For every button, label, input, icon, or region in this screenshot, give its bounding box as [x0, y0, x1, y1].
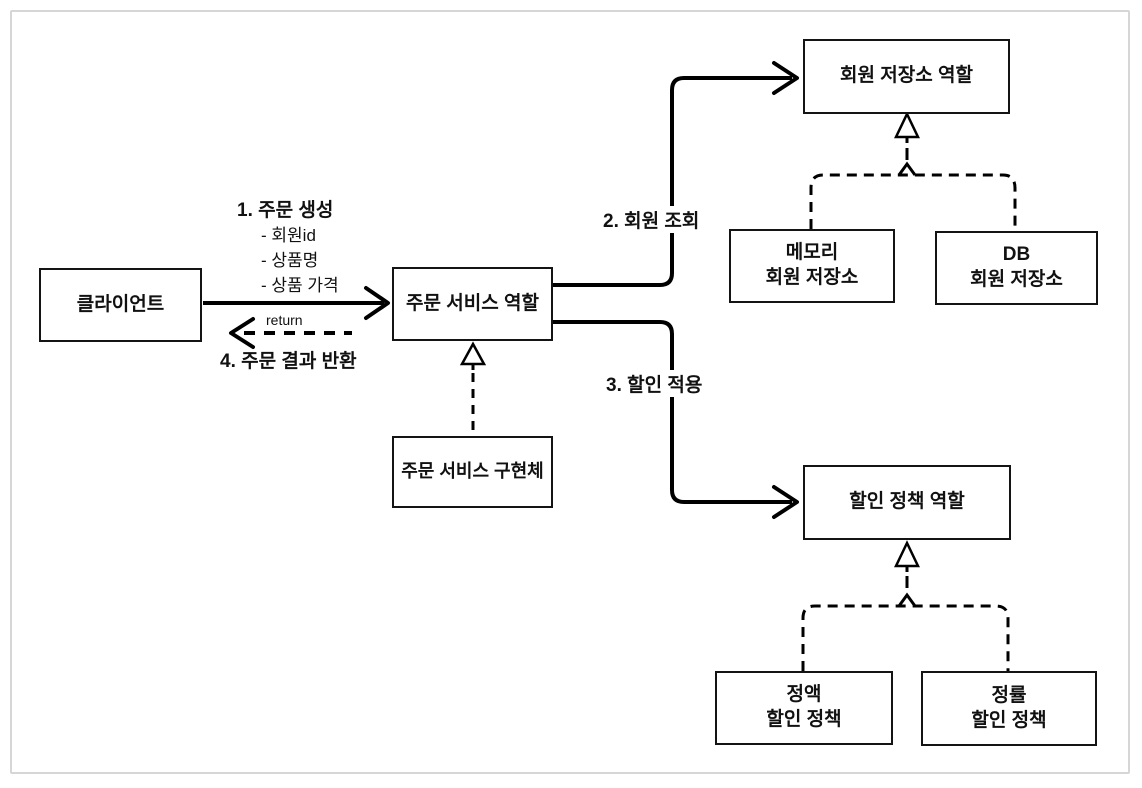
arrow-discount-apply — [552, 320, 792, 504]
arrowhead-right-icon — [772, 61, 799, 95]
box-db-member-repo-line2: 회원 저장소 — [970, 269, 1063, 290]
box-rate-discount-policy-line2: 할인 정책 — [971, 709, 1047, 731]
box-client-label: 클라이언트 — [76, 293, 165, 315]
box-db-member-repo: DB 회원 저장소 — [935, 231, 1098, 305]
label-step4-order-result-return: 4. 주문 결과 반환 — [220, 351, 357, 372]
dashed-branch — [809, 173, 1017, 231]
box-member-repo-role-label: 회원 저장소 역할 — [840, 65, 973, 87]
label-step1-product-name: - 상품명 — [261, 251, 319, 270]
dashed-caret-up-icon — [897, 592, 917, 607]
box-order-service-role: 주문 서비스 역할 — [392, 267, 553, 341]
box-order-service-role-label: 주문 서비스 역할 — [406, 292, 539, 314]
box-memory-member-repo-line2: 회원 저장소 — [765, 267, 859, 288]
hollow-triangle-icon — [894, 111, 920, 139]
box-discount-policy-role-label: 할인 정책 역할 — [849, 491, 965, 513]
hollow-triangle-icon — [894, 540, 920, 568]
box-memory-member-repo-line1: 메모리 — [785, 242, 839, 264]
label-step3-discount-apply: 3. 할인 적용 — [603, 370, 706, 397]
box-order-service-impl: 주문 서비스 구현체 — [392, 436, 553, 508]
label-step1-member-id: - 회원id — [261, 226, 316, 245]
label-step1-product-price: - 상품 가격 — [261, 276, 339, 295]
dashed-branch — [801, 604, 1010, 671]
box-discount-policy-role: 할인 정책 역할 — [803, 465, 1011, 540]
arrow-member-lookup — [552, 76, 792, 287]
label-return: return — [266, 312, 303, 328]
dashed-caret-up-icon — [897, 161, 917, 176]
label-step2-member-lookup: 2. 회원 조회 — [600, 206, 703, 233]
box-client: 클라이언트 — [39, 268, 202, 342]
hollow-triangle-icon — [459, 341, 487, 366]
box-rate-discount-policy-line1: 정률 — [991, 684, 1027, 706]
arrowhead-right-icon — [772, 485, 799, 519]
box-member-repo-role: 회원 저장소 역할 — [803, 39, 1010, 114]
box-fixed-discount-policy-line1: 정액 — [786, 684, 822, 706]
box-fixed-discount-policy-line2: 할인 정책 — [766, 709, 842, 730]
box-rate-discount-policy: 정률 할인 정책 — [921, 671, 1097, 746]
arrowhead-left-icon — [229, 317, 255, 349]
box-order-service-impl-label: 주문 서비스 구현체 — [401, 461, 544, 482]
arrowhead-right-icon — [364, 286, 390, 320]
box-fixed-discount-policy: 정액 할인 정책 — [715, 671, 893, 745]
label-step1-order-create: 1. 주문 생성 — [237, 200, 334, 221]
box-memory-member-repo: 메모리 회원 저장소 — [729, 229, 895, 303]
box-db-member-repo-line1: DB — [1002, 244, 1031, 266]
diagram-frame — [10, 10, 1130, 774]
